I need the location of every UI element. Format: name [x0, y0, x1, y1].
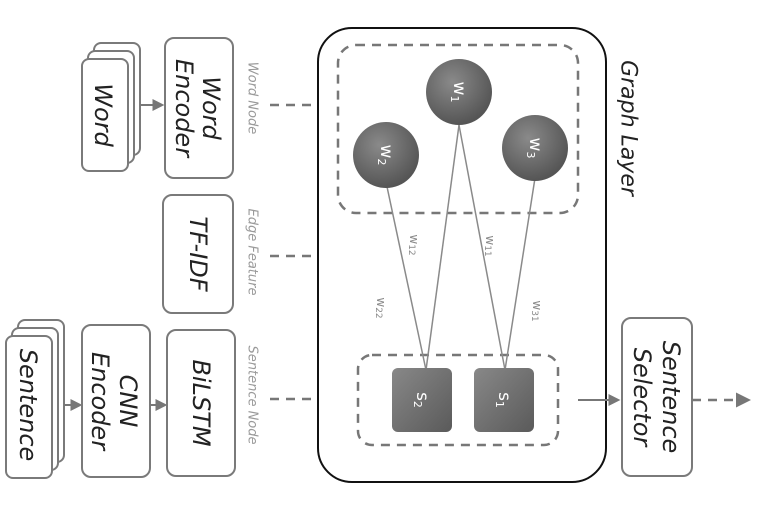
bilstm-box: BiLSTM	[166, 329, 236, 477]
edge-w2-s2	[385, 181, 427, 371]
sentence-node-group	[356, 353, 560, 447]
sentence-node-connection-label: Sentence Node	[245, 345, 260, 444]
sentence-node-s1: s1	[474, 368, 534, 432]
word-node-w1: w1	[426, 59, 492, 125]
word-input-stack: Word	[81, 42, 141, 172]
edge-w1-s2	[425, 124, 460, 371]
svg-text:s2: s2	[412, 392, 433, 408]
word-input-label: Word	[89, 83, 117, 147]
selector-label-2: Selector	[628, 348, 656, 449]
word-node-w2: w2	[353, 122, 419, 188]
cnn-encoder-label-1: CNN	[114, 375, 142, 428]
svg-text:w2: w2	[376, 145, 397, 166]
word-encoder-box: Word Encoder	[164, 37, 234, 179]
selector-label-1: Sentence	[657, 341, 685, 454]
svg-text:w3: w3	[525, 138, 546, 159]
graph-layer-title: Graph Layer	[616, 60, 641, 198]
edge-w3-s1	[504, 177, 536, 371]
word-node-w3: w3	[502, 115, 568, 181]
sentence-selector-box: Sentence Selector	[621, 317, 693, 477]
edge-w1-s1	[458, 124, 506, 371]
edge-feature-connection-label: Edge Feature	[245, 209, 260, 296]
sentence-input-stack: Sentence	[5, 319, 65, 479]
tfidf-box: TF-IDF	[162, 194, 234, 314]
bilstm-label: BiLSTM	[187, 359, 215, 446]
svg-text:s1: s1	[494, 392, 515, 408]
edge-weight-w22: w22	[373, 297, 388, 318]
edge-weight-w11: w11	[482, 235, 497, 256]
tfidf-label: TF-IDF	[184, 216, 212, 292]
word-encoder-label-2: Encoder	[170, 59, 198, 159]
cnn-encoder-label-2: Encoder	[86, 352, 114, 452]
word-encoder-label-1: Word	[197, 76, 225, 140]
sentence-node-s2: s2	[392, 368, 452, 432]
word-node-group	[336, 43, 580, 215]
svg-text:w1: w1	[449, 82, 470, 103]
cnn-encoder-box: CNN Encoder	[81, 324, 151, 478]
edge-weight-w31: w31	[529, 300, 544, 321]
word-node-connection-label: Word Node	[245, 62, 260, 134]
edge-weight-w12: w12	[406, 234, 421, 255]
sentence-input-label: Sentence	[14, 349, 42, 462]
